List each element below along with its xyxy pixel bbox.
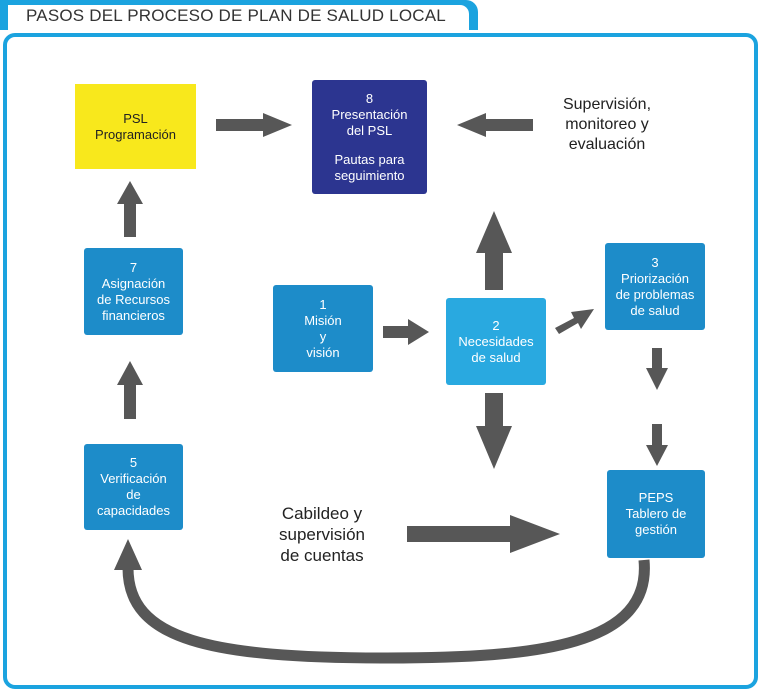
node-step3-priorizacion: 3 Priorización de problemas de salud [605, 243, 705, 330]
arrow-supervision-to-step8 [457, 113, 533, 137]
arrow-peps-to-step5-head [114, 539, 142, 570]
node-psl-programacion: PSL Programación [75, 84, 196, 169]
node-step3-line2: de problemas [615, 286, 695, 302]
node-step8-number: 8 [365, 90, 374, 106]
label-supervision-line1: Supervisión, [562, 96, 652, 113]
node-step5-line3: capacidades [97, 503, 170, 518]
node-step7-line3: financieros [102, 307, 165, 323]
diagram-title: PASOS DEL PROCESO DE PLAN DE SALUD LOCAL [26, 6, 446, 25]
node-step8-line4: seguimiento [334, 167, 405, 183]
node-step1-line3: visión [306, 344, 340, 360]
node-step1-mision: 1 Misión y visión [273, 285, 373, 372]
node-step7-line1: Asignación [101, 275, 166, 291]
node-step8-line3: Pautas para [334, 151, 405, 167]
node-step2-necesidades: 2 Necesidades de salud [446, 298, 546, 385]
node-step3-line1: Priorización [621, 270, 689, 286]
node-step8-line1: Presentación [331, 106, 408, 122]
label-supervision-line2: monitoreo y [565, 116, 649, 133]
node-step1-number: 1 [319, 296, 327, 312]
title-tab: PASOS DEL PROCESO DE PLAN DE SALUD LOCAL [0, 0, 478, 30]
label-cabildeo: Cabildeo y supervisión de cuentas [262, 503, 382, 566]
node-step2-line1: Necesidades [458, 333, 534, 349]
node-step7-number: 7 [129, 259, 138, 275]
arrow-step3-down-2 [646, 424, 668, 466]
node-step7-line2: de Recursos [97, 291, 170, 307]
arrow-psl-to-step8 [216, 113, 292, 137]
arrow-step5-to-step7 [117, 361, 143, 419]
node-step1-line1: Misión [304, 312, 342, 328]
arrow-step3-down-1 [646, 348, 668, 390]
node-step5-line2: de [126, 487, 141, 502]
node-step5-verificacion: 5 Verificación de capacidades [84, 444, 183, 530]
node-psl-line2: Programación [95, 126, 176, 142]
node-peps-line3: gestión [635, 522, 677, 537]
node-step1-line2: y [319, 328, 327, 344]
node-peps-tablero: PEPS Tablero de gestión [607, 470, 705, 558]
node-step3-number: 3 [651, 254, 659, 270]
node-step5-number: 5 [129, 455, 138, 470]
arrow-cabildeo-to-peps [407, 515, 560, 553]
node-step8-line2: del PSL [346, 122, 393, 138]
node-step2-line2: de salud [471, 349, 521, 365]
arrow-step2-to-step3 [555, 309, 594, 334]
label-cabildeo-line3: de cuentas [280, 546, 364, 565]
node-step3-line3: de salud [630, 302, 680, 318]
node-step2-number: 2 [492, 317, 500, 333]
arrow-step7-to-psl [117, 181, 143, 237]
node-step8-presentacion: 8 Presentación del PSL Pautas para segui… [312, 80, 427, 194]
arrow-step1-to-step2 [383, 319, 429, 345]
title-tab-inner [8, 5, 469, 30]
node-peps-line2: Tablero de [625, 506, 687, 521]
node-step7-asignacion: 7 Asignación de Recursos financieros [84, 248, 183, 335]
label-cabildeo-line2: supervisión [279, 525, 365, 544]
arrow-step2-to-step8 [476, 211, 512, 290]
arrow-peps-to-step5 [122, 559, 650, 664]
label-supervision: Supervisión, monitoreo y evaluación [548, 95, 666, 155]
arrow-step2-to-peps [476, 393, 512, 469]
node-psl-line1: PSL [123, 110, 148, 126]
node-peps-line1: PEPS [638, 490, 674, 505]
label-cabildeo-line1: Cabildeo y [281, 504, 363, 523]
label-supervision-line3: evaluación [568, 136, 646, 153]
node-step5-line1: Verificación [100, 471, 167, 486]
